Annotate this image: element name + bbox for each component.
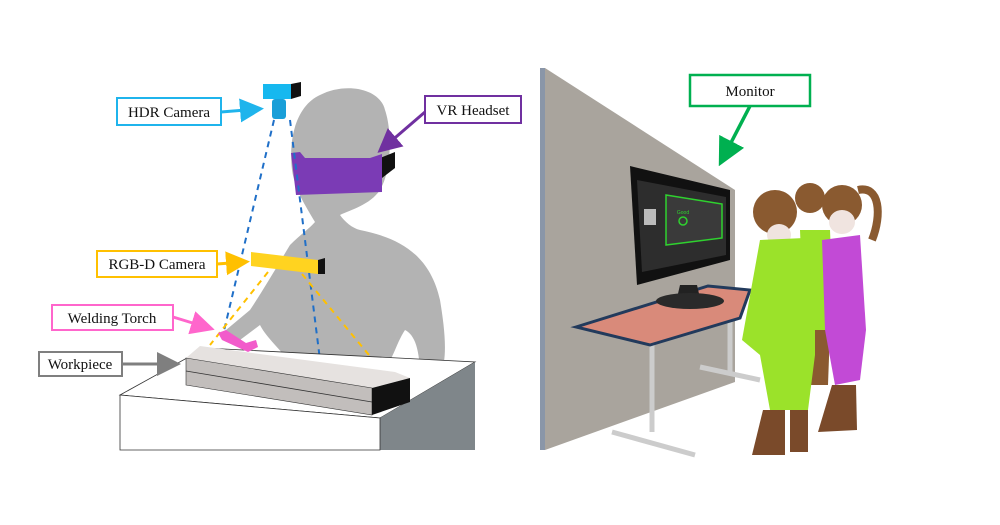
rgbd-camera-label: RGB-D Camera [108,257,205,273]
hdr-camera-label: HDR Camera [128,105,210,121]
welding-torch-label: Welding Torch [68,311,157,327]
monitor-label: Monitor [725,84,774,100]
rgbd-camera-callout: RGB-D Camera [96,250,250,278]
hdr-camera-callout: HDR Camera [116,97,264,126]
vr-headset-label: VR Headset [437,103,511,119]
hdr-sight-lines [222,119,321,361]
welding-torch-callout: Welding Torch [51,304,215,335]
screen-status-text: Good [677,210,689,216]
monitor-callout: Monitor [688,73,812,167]
workpiece-callout: Workpiece [38,351,181,377]
workpiece-label: Workpiece [48,357,113,373]
welding-torch [218,330,258,352]
vr-headset [291,152,395,195]
welder-silhouette [220,88,445,379]
vr-headset-callout: VR Headset [377,95,522,153]
workpiece [185,346,410,416]
trainee-avatars [742,183,882,455]
rgbd-camera [251,252,325,274]
hdr-camera [263,82,301,119]
monitor: Good [630,166,730,309]
